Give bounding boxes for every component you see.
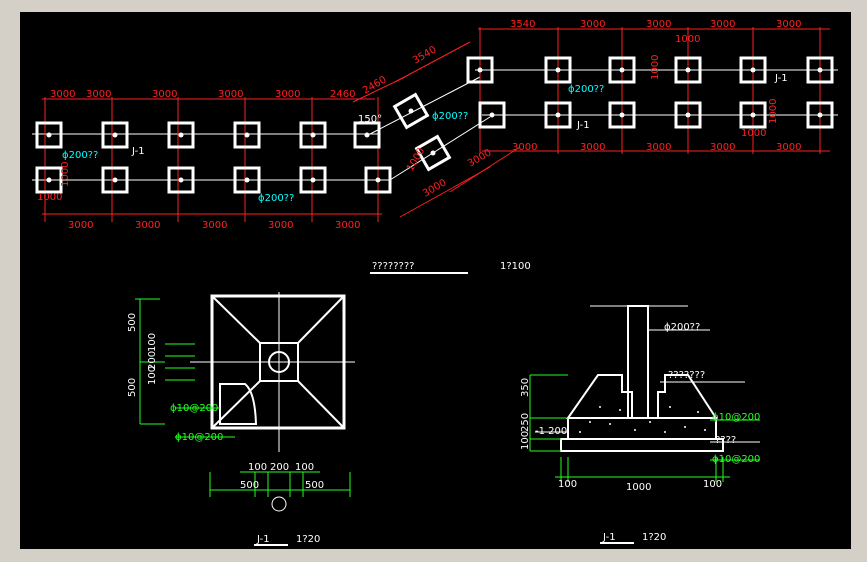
dim-top-3: 3000: [152, 89, 177, 100]
dp-dim-b-100-b: 100: [295, 462, 314, 473]
dim-tr-3: 3000: [646, 19, 671, 30]
dim-bottom-5: 3000: [335, 220, 360, 231]
footing-plan-detail: 500 500 100 200 100 100 200 100 500 500 …: [127, 292, 355, 546]
dp-dim-500-a: 500: [127, 313, 138, 332]
dim-rl-1: 3000: [512, 142, 537, 153]
small-dim-6: 1000: [768, 99, 779, 124]
ds-pipe: ϕ200??: [664, 322, 700, 333]
plan-title: ????????: [372, 261, 414, 272]
dp-dim-100-a: 100: [147, 333, 158, 352]
dp-dim-b-500-a: 500: [240, 480, 259, 491]
j1-label-a: J-1: [131, 146, 145, 157]
dim-rl-3: 3000: [646, 142, 671, 153]
ds-title: J-1: [602, 532, 616, 543]
dp-dim-b-500-b: 500: [305, 480, 324, 491]
small-dim-3: 1000: [675, 34, 700, 45]
dim-top-4: 3000: [218, 89, 243, 100]
j1-label-b: J-1: [774, 73, 788, 84]
footing-section-detail: 350 250 100 100 1000 100 ϕ200?? ??????? …: [520, 305, 760, 544]
dp-scale: 1?20: [296, 534, 320, 545]
dim-bottom-1: 3000: [68, 220, 93, 231]
dim-tr-5: 3000: [776, 19, 801, 30]
dim-top-1: 3000: [50, 89, 75, 100]
dim-diag-3: 3000: [421, 177, 449, 199]
dp-title: J-1: [256, 534, 270, 545]
ds-dim-250: 250: [520, 413, 531, 432]
dp-dim-500-b: 500: [127, 378, 138, 397]
dim-top-5: 3000: [275, 89, 300, 100]
ds-cushion: ????: [715, 435, 736, 446]
ds-rebar-a: ϕ10@200: [712, 412, 760, 423]
dim-diag-1: 2460: [361, 74, 389, 96]
dim-top-2: 3000: [86, 89, 111, 100]
dp-dim-b-200: 200: [270, 462, 289, 473]
dim-bottom-3: 3000: [202, 220, 227, 231]
dp-rebar-a: ϕ10@200: [170, 403, 218, 414]
small-dim-2: 1000: [60, 162, 71, 187]
ds-scale: 1?20: [642, 532, 666, 543]
angle-label: 150°: [358, 114, 382, 125]
ds-plate: -1 200: [535, 426, 567, 437]
foundation-plan: 3000 3000 3000 3000 3000 2460 3000 3000 …: [32, 19, 838, 274]
ds-dim-b-100-a: 100: [558, 479, 577, 490]
cad-drawing: 3000 3000 3000 3000 3000 2460 3000 3000 …: [32, 19, 838, 546]
ds-dim-b-100-b: 100: [703, 479, 722, 490]
ds-dim-100: 100: [520, 431, 531, 450]
small-dim-1: 1000: [37, 192, 62, 203]
pipe-label-c: ϕ200??: [432, 111, 468, 122]
dim-rl-4: 3000: [710, 142, 735, 153]
dim-diag-2: 3540: [411, 44, 439, 66]
drawing-viewport[interactable]: 3000 3000 3000 3000 3000 2460 3000 3000 …: [20, 12, 851, 549]
ds-rebar-b: ϕ10@200: [712, 454, 760, 465]
dp-dim-200: 200: [147, 351, 158, 370]
small-dim-5: 1000: [741, 128, 766, 139]
dim-rl-5: 3000: [776, 142, 801, 153]
small-dim-4: 1000: [650, 55, 661, 80]
dim-top-6: 2460: [330, 89, 355, 100]
dp-rebar-b: ϕ10@200: [175, 432, 223, 443]
dim-bottom-2: 3000: [135, 220, 160, 231]
j1-label-c: J-1: [576, 120, 590, 131]
dim-bottom-4: 3000: [268, 220, 293, 231]
dim-rl-2: 3000: [580, 142, 605, 153]
pipe-label-d: ϕ200??: [568, 84, 604, 95]
dp-dim-100-b: 100: [147, 366, 158, 385]
pipe-label-a: ϕ200??: [62, 150, 98, 161]
ds-note: ???????: [668, 370, 705, 381]
ds-dim-b-1000: 1000: [626, 482, 651, 493]
dim-tr-1: 3540: [510, 19, 535, 30]
plan-scale: 1?100: [500, 261, 531, 272]
dim-tr-4: 3000: [710, 19, 735, 30]
pipe-label-b: ϕ200??: [258, 193, 294, 204]
ds-dim-350: 350: [520, 378, 531, 397]
dp-dim-b-100-a: 100: [248, 462, 267, 473]
dim-tr-2: 3000: [580, 19, 605, 30]
